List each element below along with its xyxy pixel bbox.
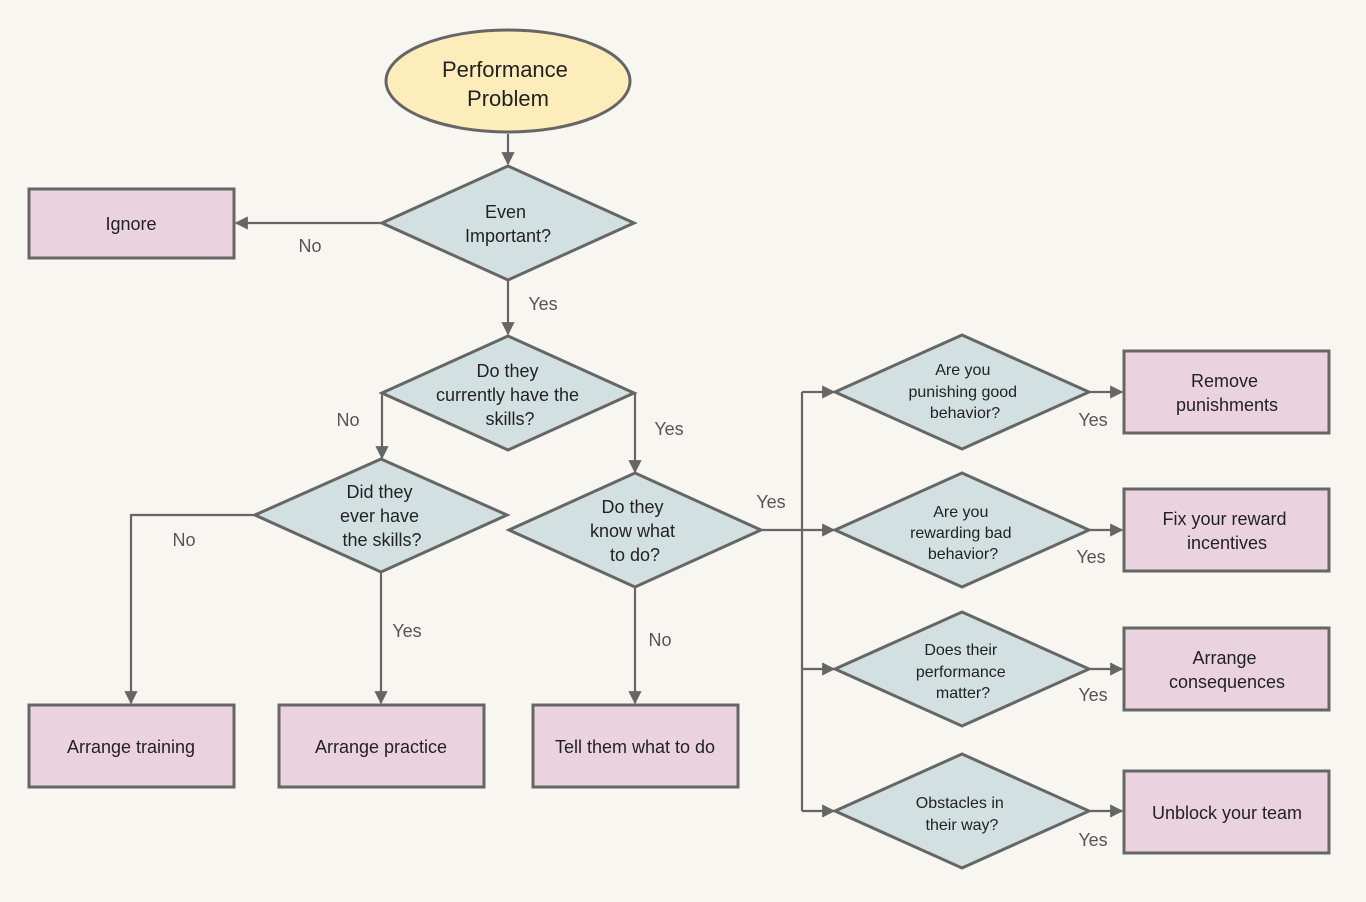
start-node: Performance Problem xyxy=(384,28,632,134)
currently-line-1: Do they xyxy=(476,361,538,381)
punishing-line-3: behavior? xyxy=(930,405,1000,422)
action-ignore: Ignore xyxy=(27,187,236,260)
svg-text:Are you rewarding bad: Are you rewarding bad behavior? xyxy=(910,504,1016,563)
label-currently-no: No xyxy=(336,410,359,430)
svg-text:Did they ever have: Did they ever have the skills? xyxy=(340,482,424,550)
svg-text:Do they know what: Do they know what to do? xyxy=(590,497,680,565)
matter-line-2: performance xyxy=(916,664,1006,681)
decision-matter: Does their performance matter? xyxy=(831,610,1093,728)
action-arrange-consequences: Arrange consequences xyxy=(1122,626,1331,712)
decision-ever-skills: Did they ever have the skills? xyxy=(251,457,511,574)
remove-line-2: punishments xyxy=(1176,395,1278,415)
svg-text:Remove punishments: Remove punishments xyxy=(1176,371,1278,415)
svg-text:Ignore: Ignore xyxy=(105,214,156,234)
label-ever-yes: Yes xyxy=(392,621,421,641)
action-unblock-team: Unblock your team xyxy=(1122,769,1331,855)
svg-text:Arrange consequences: Arrange consequences xyxy=(1169,648,1285,692)
decision-know-what: Do they know what to do? xyxy=(505,471,765,589)
label-rewarding-yes: Yes xyxy=(1076,547,1105,567)
obstacles-line-1: Obstacles in xyxy=(916,795,1004,812)
connectors xyxy=(124,134,1124,818)
decision-rewarding: Are you rewarding bad behavior? xyxy=(831,471,1093,589)
svg-text:Unblock your team: Unblock your team xyxy=(1152,803,1302,823)
label-know-no: No xyxy=(648,630,671,650)
ignore-line-1: Ignore xyxy=(105,214,156,234)
fix-line-1: Fix your reward xyxy=(1162,509,1286,529)
label-important-yes: Yes xyxy=(528,294,557,314)
consequences-line-2: consequences xyxy=(1169,672,1285,692)
label-ever-no: No xyxy=(172,530,195,550)
label-punishing-yes: Yes xyxy=(1078,410,1107,430)
svg-text:Fix your reward incentiv: Fix your reward incentives xyxy=(1162,509,1291,553)
edge-labels: No Yes No Yes No Yes No Yes Yes Yes Yes … xyxy=(172,236,1107,850)
rewarding-line-2: rewarding bad xyxy=(910,525,1011,542)
rewarding-line-3: behavior? xyxy=(928,546,998,563)
punishing-line-2: punishing good xyxy=(909,384,1018,401)
action-remove-punishments: Remove punishments xyxy=(1122,349,1331,435)
action-tell-them: Tell them what to do xyxy=(531,703,740,789)
decision-currently-skills: Do they currently have the skills? xyxy=(378,334,638,452)
label-know-yes: Yes xyxy=(756,492,785,512)
currently-line-3: skills? xyxy=(485,409,534,429)
important-line-2: Important? xyxy=(465,226,551,246)
svg-text:Arrange practice: Arrange practice xyxy=(315,737,447,757)
svg-text:Obstacles in their way?: Obstacles in their way? xyxy=(916,795,1009,834)
know-line-1: Do they xyxy=(601,497,663,517)
svg-text:Tell them what to do: Tell them what to do xyxy=(555,737,715,757)
svg-text:Even Important?: Even Important? xyxy=(465,202,551,246)
matter-line-3: matter? xyxy=(936,685,990,702)
edge-ever-to-training xyxy=(124,513,255,705)
svg-text:Arrange training: Arrange training xyxy=(67,737,195,757)
fix-line-2: incentives xyxy=(1187,533,1267,553)
label-obstacles-yes: Yes xyxy=(1078,830,1107,850)
label-currently-yes: Yes xyxy=(654,419,683,439)
currently-line-2: currently have the xyxy=(436,385,579,405)
matter-line-1: Does their xyxy=(924,642,998,659)
know-line-2: know what xyxy=(590,521,675,541)
remove-line-1: Remove xyxy=(1191,371,1258,391)
decision-important: Even Important? xyxy=(378,164,638,282)
start-line-1: Performance xyxy=(442,57,568,82)
action-arrange-practice: Arrange practice xyxy=(277,703,486,789)
label-matter-yes: Yes xyxy=(1078,685,1107,705)
svg-text:Do they currently have t: Do they currently have the skills? xyxy=(436,361,584,429)
svg-text:Does their performance: Does their performance matter? xyxy=(916,642,1010,702)
tell-line-1: Tell them what to do xyxy=(555,737,715,757)
start-node-label: Performance Problem xyxy=(442,57,574,111)
start-line-2: Problem xyxy=(467,86,549,111)
obstacles-line-2: their way? xyxy=(926,817,999,834)
action-arrange-training: Arrange training xyxy=(27,703,236,789)
consequences-line-1: Arrange xyxy=(1192,648,1256,668)
label-important-no: No xyxy=(298,236,321,256)
decision-obstacles: Obstacles in their way? xyxy=(831,752,1093,870)
important-line-1: Even xyxy=(485,202,526,222)
action-fix-incentives: Fix your reward incentives xyxy=(1122,487,1331,573)
punishing-line-1: Are you xyxy=(935,362,990,379)
decision-punishing: Are you punishing good behavior? xyxy=(831,333,1093,451)
practice-line-1: Arrange practice xyxy=(315,737,447,757)
ever-line-2: ever have xyxy=(340,506,419,526)
rewarding-line-1: Are you xyxy=(933,504,988,521)
know-line-3: to do? xyxy=(610,545,660,565)
ever-line-1: Did they xyxy=(346,482,412,502)
unblock-line-1: Unblock your team xyxy=(1152,803,1302,823)
training-line-1: Arrange training xyxy=(67,737,195,757)
svg-text:Are you punishing good: Are you punishing good behavior? xyxy=(909,362,1022,422)
ever-line-3: the skills? xyxy=(342,530,421,550)
